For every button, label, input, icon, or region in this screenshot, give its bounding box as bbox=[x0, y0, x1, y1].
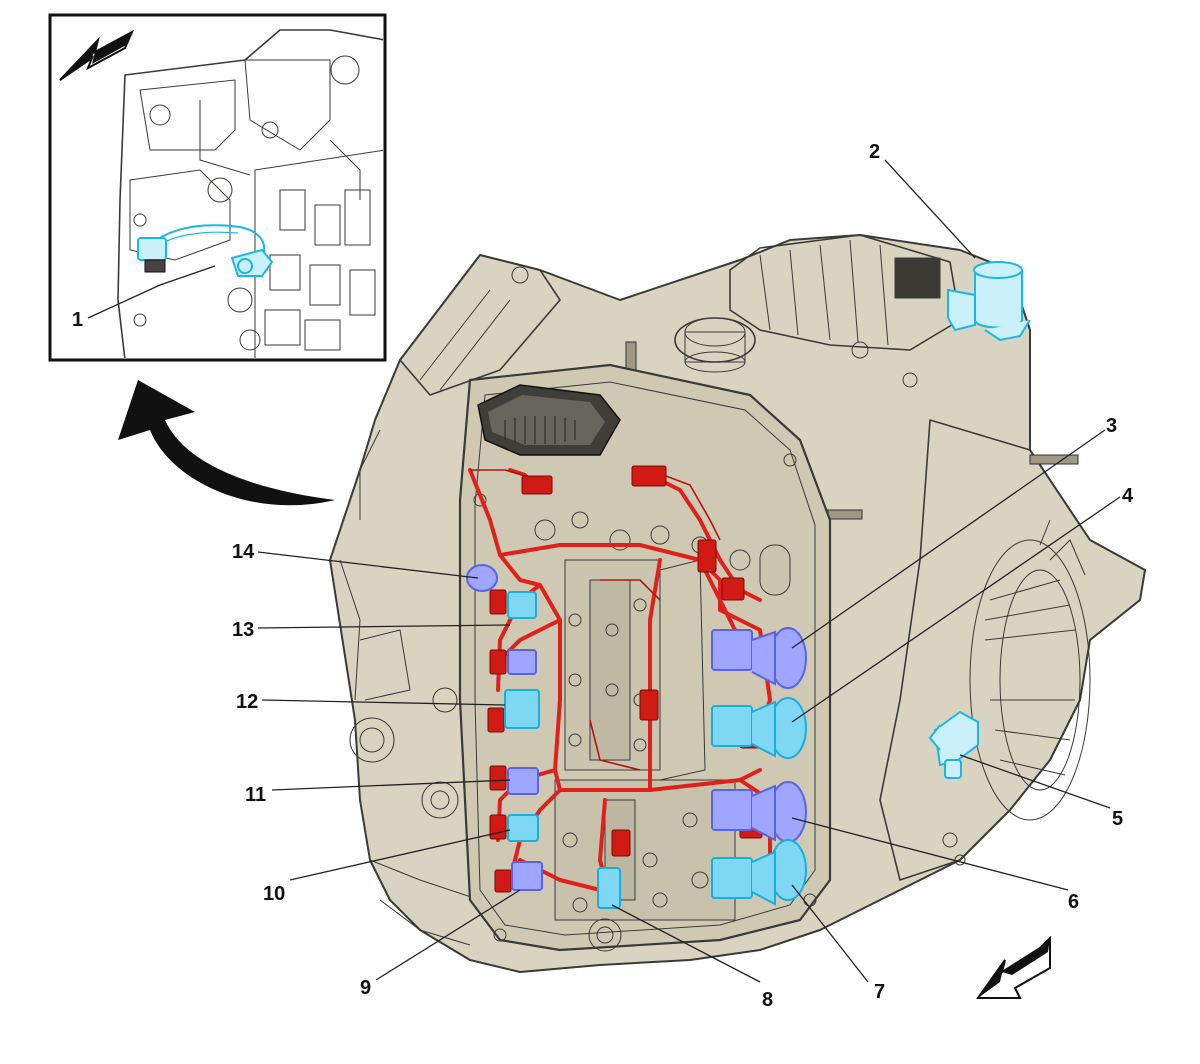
callout-12: 12 bbox=[236, 691, 258, 713]
callout-9: 9 bbox=[360, 977, 371, 999]
callout-7: 7 bbox=[874, 981, 885, 1003]
sensor-5 bbox=[928, 710, 979, 779]
inset-detail-view bbox=[48, 13, 387, 362]
callout-6: 6 bbox=[1068, 891, 1079, 913]
solenoid-10 bbox=[507, 814, 539, 842]
callout-3: 3 bbox=[1106, 415, 1117, 437]
callout-10: 10 bbox=[263, 883, 285, 905]
solenoid-11 bbox=[507, 767, 539, 795]
front-direction-arrow bbox=[976, 935, 1051, 999]
callout-labels: 1 2 3 4 5 6 7 8 9 10 11 12 13 14 bbox=[72, 141, 1134, 1011]
solenoid-12 bbox=[504, 689, 540, 729]
callout-5: 5 bbox=[1112, 808, 1123, 830]
callout-14: 14 bbox=[232, 541, 255, 563]
components bbox=[466, 261, 1031, 909]
solenoid-7 bbox=[711, 839, 807, 906]
solenoid-3 bbox=[711, 627, 807, 689]
callout-4: 4 bbox=[1122, 485, 1134, 507]
callout-2: 2 bbox=[869, 141, 880, 163]
fill-cap bbox=[674, 317, 756, 373]
leader-lines bbox=[87, 159, 1121, 983]
callout-11: 11 bbox=[245, 784, 266, 806]
solenoid-4 bbox=[711, 697, 807, 759]
solenoid-13 bbox=[507, 591, 537, 675]
solenoid-6 bbox=[711, 781, 807, 843]
sensor-2 bbox=[947, 261, 1031, 342]
sensor-8 bbox=[597, 867, 621, 909]
tcm-connector bbox=[477, 384, 621, 456]
detail-view-curved-arrow bbox=[118, 380, 335, 506]
callout-1: 1 bbox=[72, 309, 83, 331]
callout-13: 13 bbox=[232, 619, 254, 641]
solenoid-14 bbox=[466, 564, 498, 592]
callout-8: 8 bbox=[762, 989, 773, 1011]
solenoid-9 bbox=[511, 861, 543, 891]
